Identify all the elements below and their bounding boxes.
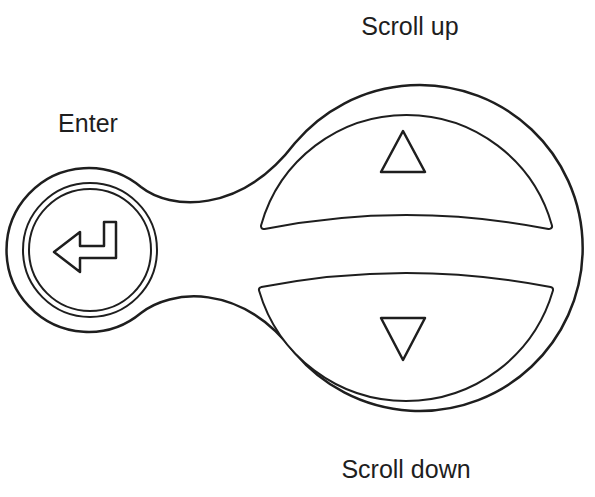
- scroll-up-button: [264, 118, 549, 226]
- enter-icon: [54, 222, 116, 272]
- button-label: Enter: [58, 110, 118, 138]
- keypad-housing: [7, 85, 583, 411]
- button-label: Scroll up: [361, 13, 458, 41]
- button-label: Scroll down: [341, 456, 470, 484]
- up-triangle: [381, 131, 425, 172]
- scroll-down-button: [262, 276, 550, 398]
- enter-button: [26, 186, 154, 314]
- down-triangle: [381, 318, 425, 360]
